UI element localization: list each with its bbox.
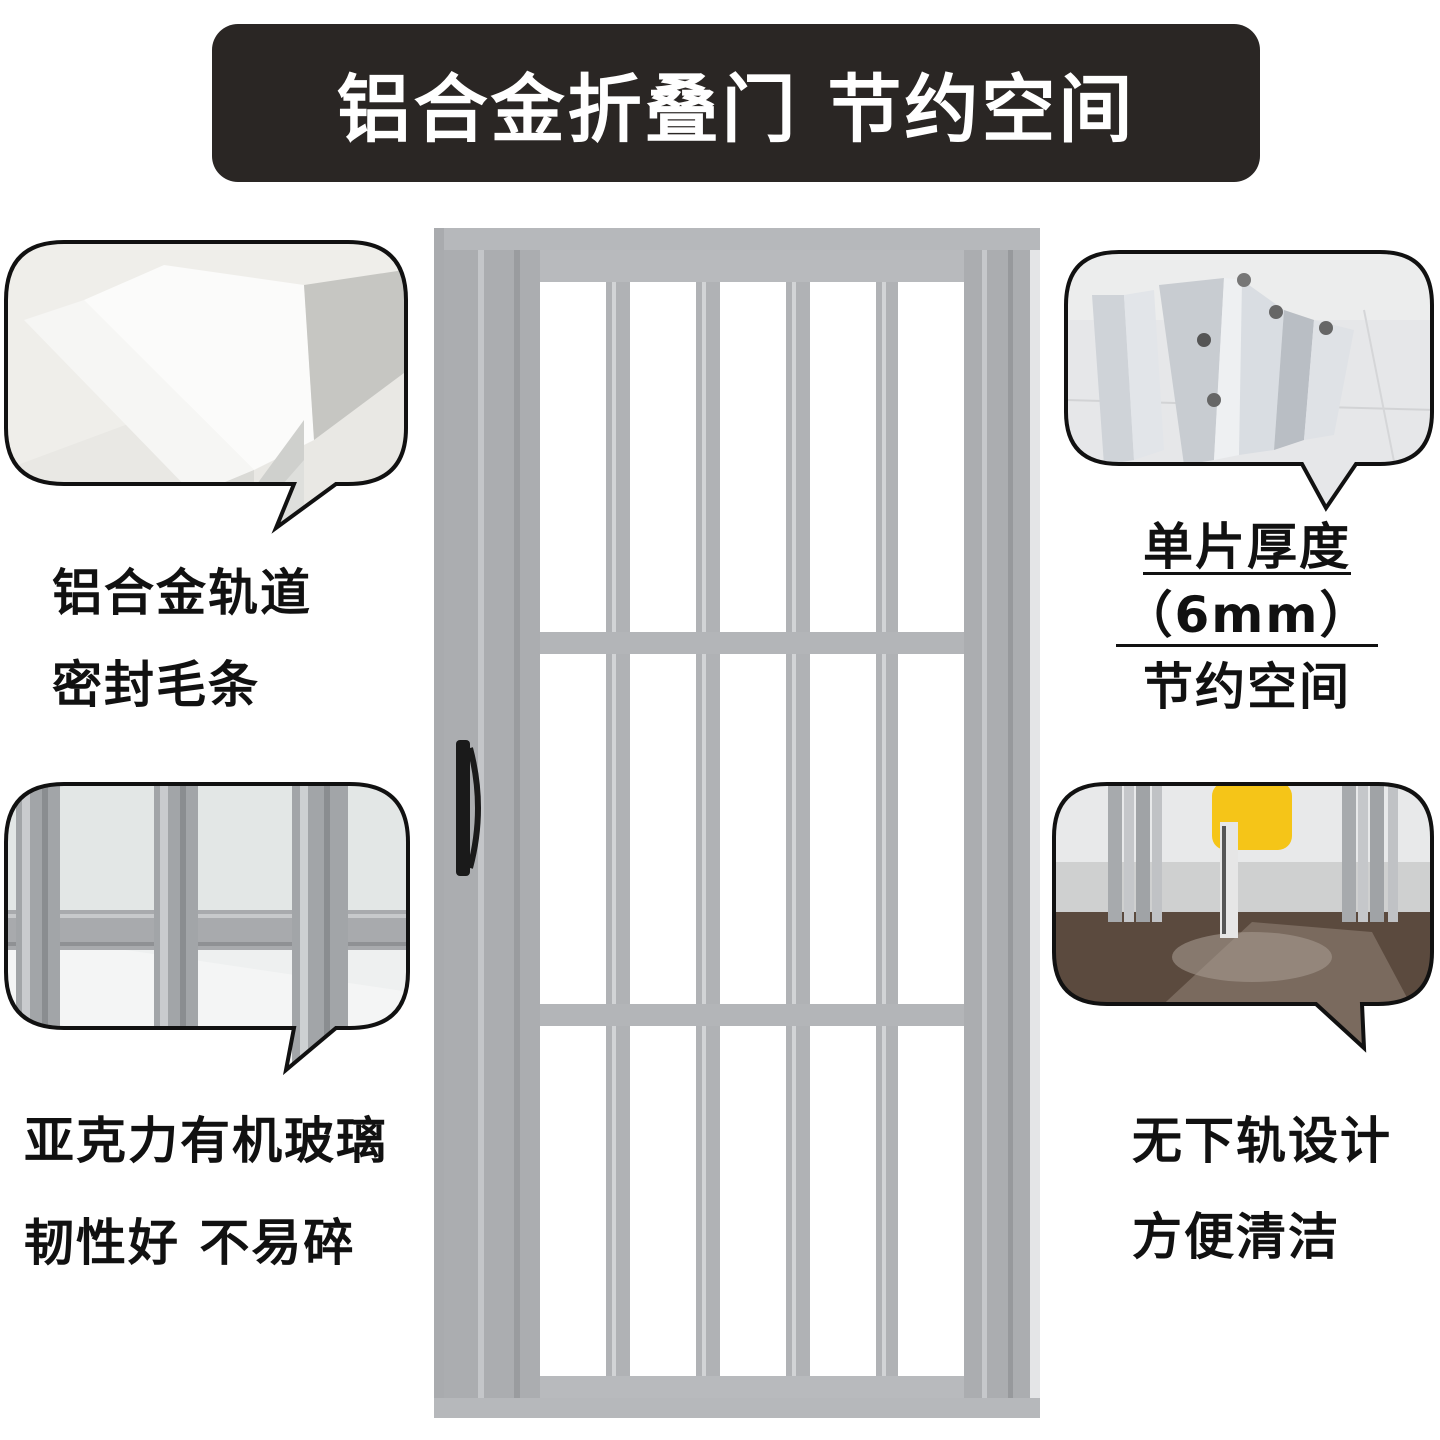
no-track-caption-line1: 无下轨设计 [1132,1112,1392,1170]
floor-detail-image [1052,782,1434,1053]
track-detail-bubble [4,240,408,534]
title-banner: 铝合金折叠门 节约空间 [212,24,1260,182]
track-caption-line1: 铝合金轨道 [52,564,312,622]
thickness-caption-line2-wrap: （6mm） [1116,590,1378,647]
banner-title: 铝合金折叠门 节约空间 [336,66,1136,153]
thickness-caption-line1: 单片厚度 [1143,518,1351,576]
thickness-caption-line3: 节约空间 [1143,658,1351,716]
floor-detail-bubble [1052,782,1436,1053]
thickness-caption-line2: （6mm） [1122,586,1372,644]
acrylic-caption-line2: 韧性好 不易碎 [24,1214,356,1272]
folding-door-image [434,228,1040,1422]
acrylic-caption-line1: 亚克力有机玻璃 [24,1112,388,1170]
acrylic-detail-bubble [4,782,410,1076]
no-track-caption-line2: 方便清洁 [1132,1208,1340,1266]
door-handle-icon [456,740,481,876]
track-caption-line2: 密封毛条 [52,656,260,714]
track-detail-image [4,240,408,534]
folding-door-illustration [434,228,1040,1418]
acrylic-detail-image [4,782,410,1076]
panel-detail-image [1064,250,1434,512]
panel-detail-bubble [1064,250,1436,512]
